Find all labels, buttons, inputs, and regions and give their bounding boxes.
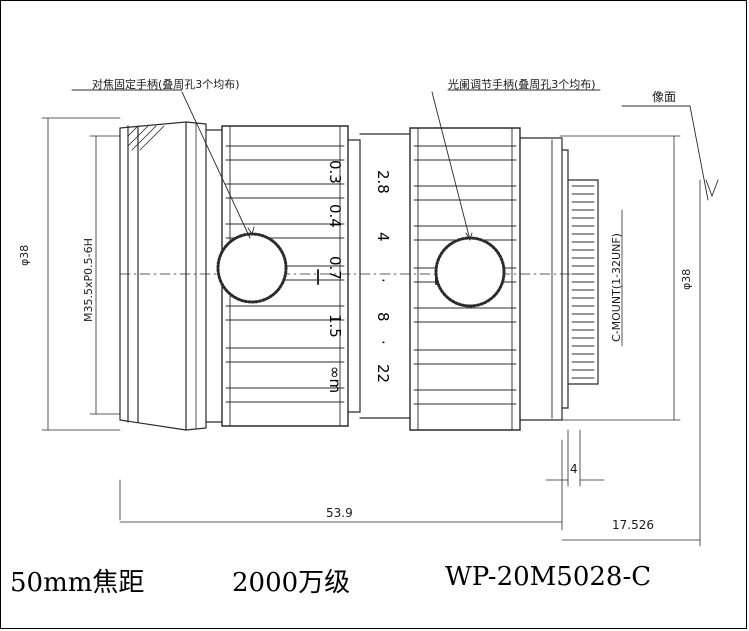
c-mount-thread <box>567 179 599 385</box>
flange-label: 4 <box>570 462 578 476</box>
focus-leader <box>181 91 251 239</box>
aperture-scale-5: 22 <box>374 364 392 384</box>
focal-length-caption: 50mm焦距 <box>10 568 145 598</box>
aperture-scale-0: 2.8 <box>374 170 392 194</box>
aperture-scale-2: · <box>374 278 392 283</box>
model-caption: WP-20M5028-C <box>445 562 652 592</box>
focus-scale-2: 0.7 <box>326 256 344 280</box>
focus-ring <box>205 125 361 427</box>
caption-bar: 50mm焦距 2000万级 WP-20M5028-C <box>0 562 749 602</box>
iris-leader <box>431 91 471 241</box>
aperture-scale-1: 4 <box>374 232 392 242</box>
aperture-scale-4: · <box>374 340 392 345</box>
resolution-caption: 2000万级 <box>232 568 351 598</box>
image-plane-callout: 像面 <box>652 90 677 104</box>
middle-body <box>359 133 411 419</box>
focus-handle-callout: 对焦固定手柄(叠周孔3个均布) <box>92 78 240 91</box>
dimension-lines <box>41 117 701 547</box>
focus-scale-4: ∞m <box>326 366 344 394</box>
focus-scale-3: 1.5 <box>326 314 344 338</box>
aperture-scale-3: 8 <box>374 312 392 322</box>
iris-ring <box>409 127 521 431</box>
front-diameter-label: φ38 <box>18 244 31 266</box>
mount-thread-label: C-MOUNT(1-32UNF) <box>610 233 623 342</box>
iris-handle-callout: 光阑调节手柄(叠周孔3个均布) <box>448 78 596 91</box>
focus-scale-1: 0.4 <box>326 204 344 228</box>
total-length-label: 53.9 <box>326 506 353 520</box>
back-focal-label: 17.526 <box>612 518 654 532</box>
rear-body <box>519 137 569 421</box>
focus-scale-0: 0.3 <box>326 160 344 184</box>
thread-label: M35.5xP0.5-6H <box>82 238 95 322</box>
front-barrel <box>119 121 207 431</box>
rear-diameter-label: φ38 <box>680 268 693 290</box>
